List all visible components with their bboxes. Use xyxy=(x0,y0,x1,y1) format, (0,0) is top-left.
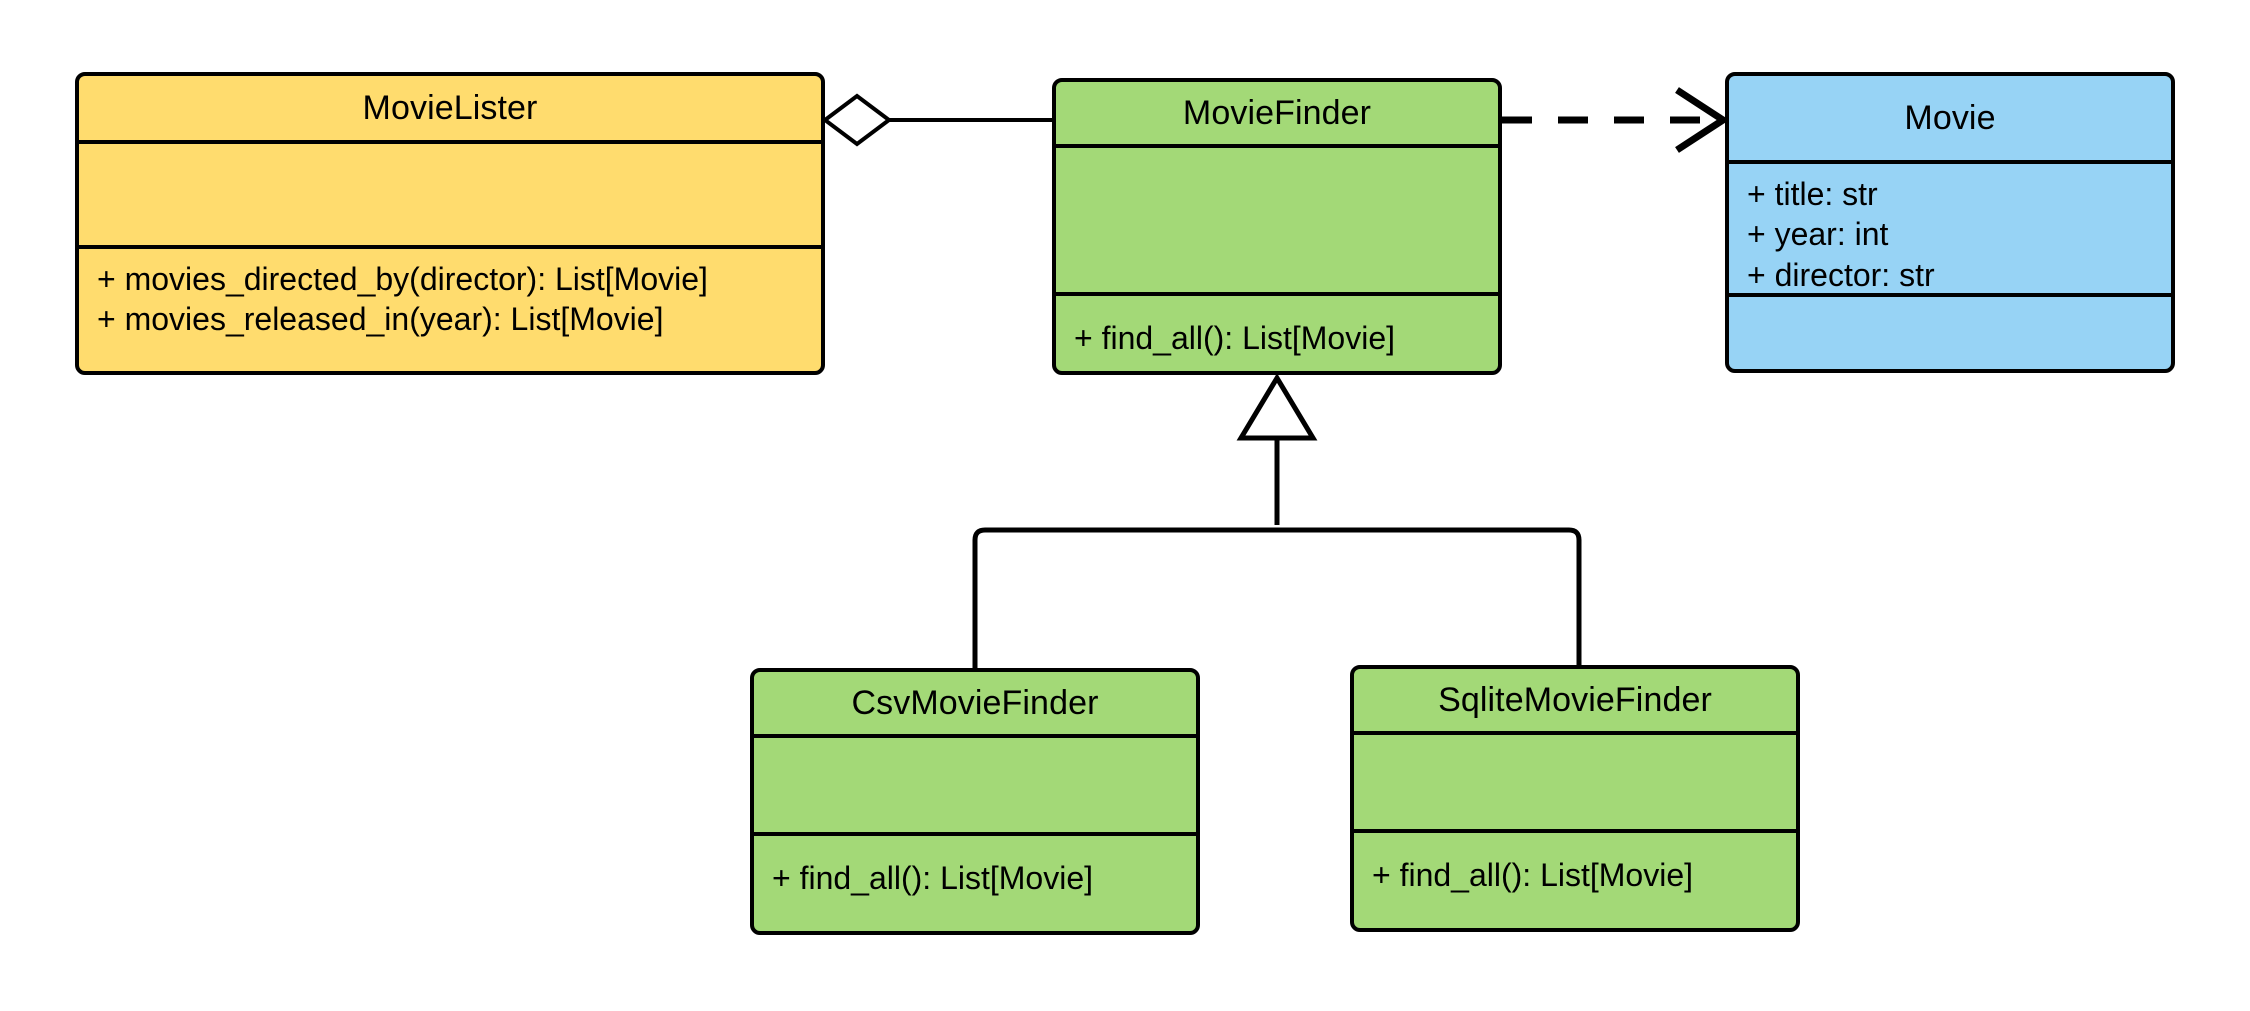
operations-compartment-csvmoviefinder: + find_all(): List[Movie] xyxy=(754,832,1196,931)
operations-compartment-movie xyxy=(1729,293,2171,369)
generalization-edge-tree xyxy=(972,373,1582,668)
open-arrow-icon xyxy=(1675,87,1730,153)
hollow-diamond-icon xyxy=(821,93,893,147)
aggregation-edge-movielister-moviefinder xyxy=(821,93,1052,147)
operation-item: + find_all(): List[Movie] xyxy=(772,860,1094,896)
attribute-item: + year: int xyxy=(1747,216,1889,253)
hollow-triangle-icon xyxy=(1236,373,1318,441)
uml-class-moviefinder[interactable]: MovieFinder + find_all(): List[Movie] xyxy=(1052,78,1502,375)
operation-item: + find_all(): List[Movie] xyxy=(1372,857,1694,893)
attribute-item: + title: str xyxy=(1747,176,1878,212)
operation-item: + movies_released_in(year): List[Movie] xyxy=(97,301,664,338)
attributes-compartment-moviefinder xyxy=(1056,144,1498,292)
generalization-branch-bar xyxy=(972,527,1582,668)
attribute-item: + director: str xyxy=(1747,256,1935,293)
class-name-moviefinder: MovieFinder xyxy=(1182,93,1372,132)
uml-class-movielister[interactable]: MovieLister + movies_directed_by(directo… xyxy=(75,72,825,375)
attributes-compartment-sqlitemoviefinder xyxy=(1354,731,1796,829)
operations-compartment-sqlitemoviefinder: + find_all(): List[Movie] xyxy=(1354,829,1796,928)
attributes-compartment-csvmoviefinder xyxy=(754,734,1196,832)
attributes-compartment-movie: + title: str + year: int + director: str xyxy=(1729,160,2171,293)
operations-compartment-movielister: + movies_directed_by(director): List[Mov… xyxy=(79,245,821,371)
operations-compartment-moviefinder: + find_all(): List[Movie] xyxy=(1056,292,1498,371)
class-name-csvmoviefinder: CsvMovieFinder xyxy=(851,683,1099,722)
operation-item: + find_all(): List[Movie] xyxy=(1074,320,1396,356)
uml-class-movie[interactable]: Movie + title: str + year: int + directo… xyxy=(1725,72,2175,373)
class-name-movielister: MovieLister xyxy=(362,88,538,127)
attributes-compartment-movielister xyxy=(79,140,821,245)
uml-class-csvmoviefinder[interactable]: CsvMovieFinder + find_all(): List[Movie] xyxy=(750,668,1200,935)
uml-class-sqlitemoviefinder[interactable]: SqliteMovieFinder + find_all(): List[Mov… xyxy=(1350,665,1800,932)
class-name-sqlitemoviefinder: SqliteMovieFinder xyxy=(1438,680,1712,719)
dependency-edge-moviefinder-movie xyxy=(1502,87,1730,153)
operation-item: + movies_directed_by(director): List[Mov… xyxy=(97,261,708,297)
class-name-movie: Movie xyxy=(1904,98,1996,137)
